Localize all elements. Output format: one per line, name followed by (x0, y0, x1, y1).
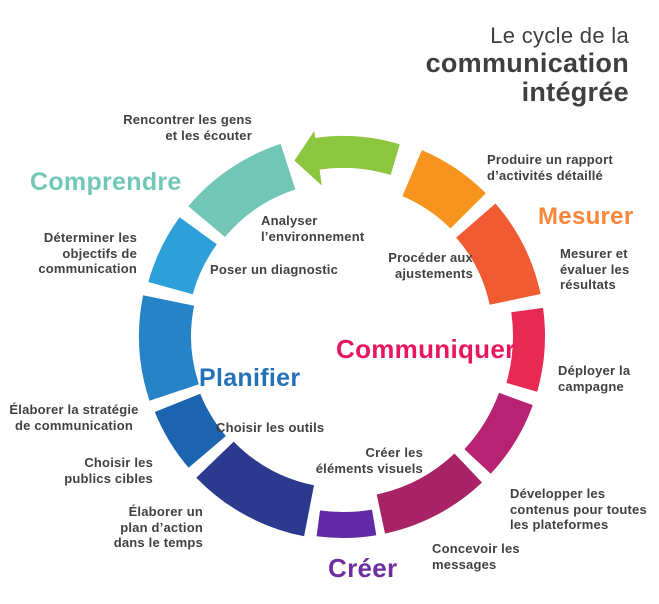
step-creer-elements-visuels: Créer les éléments visuels (315, 445, 423, 476)
segment-purple (316, 509, 377, 539)
title-line-2: communication (425, 48, 629, 78)
title-line-1: Le cycle de la (490, 23, 629, 48)
step-rencontrer-les-gens: Rencontrer les gens et les écouter (123, 112, 252, 143)
step-deployer-campagne: Déployer la campagne (558, 363, 631, 394)
diagram-title: Le cycle de la communication intégrée (426, 22, 629, 107)
phase-label-planifier: Planifier (199, 364, 301, 392)
title-line-3: intégrée (521, 77, 629, 107)
segment-cyan (148, 217, 217, 295)
cycle-direction-arrow-icon (294, 131, 400, 186)
phase-label-communiquer: Communiquer (336, 334, 516, 364)
segment-plum (376, 453, 482, 534)
step-developper-contenus: Développer les contenus pour toutes les … (510, 486, 647, 532)
segment-orange-light (402, 150, 486, 229)
phase-label-comprendre: Comprendre (30, 168, 182, 196)
step-elaborer-plan-action: Élaborer un plan d’action dans le temps (113, 504, 203, 550)
segment-navy (196, 441, 314, 537)
step-concevoir-messages: Concevoir les messages (432, 541, 520, 572)
phase-label-creer: Créer (328, 553, 398, 583)
segment-teal (188, 143, 296, 237)
phase-label-mesurer: Mesurer (538, 203, 634, 230)
step-analyser-environnement: Analyser l’environnement (261, 213, 365, 244)
segment-magenta (464, 392, 533, 474)
step-proceder-ajustements: Procéder aux ajustements (388, 250, 473, 281)
step-poser-un-diagnostic: Poser un diagnostic (210, 262, 339, 277)
step-choisir-publics-cibles: Choisir les publics cibles (64, 455, 153, 486)
segment-crimson (506, 307, 545, 392)
step-mesurer-evaluer: Mesurer et évaluer les résultats (560, 246, 630, 292)
step-choisir-les-outils: Choisir les outils (216, 420, 325, 435)
segment-blue-dark (154, 393, 226, 468)
segment-orange-dark (456, 203, 541, 305)
step-produire-rapport: Produire un rapport d’activités détaillé (487, 152, 613, 183)
segment-blue (138, 295, 199, 401)
step-determiner-objectifs: Déterminer les objectifs de communicatio… (38, 230, 137, 276)
step-elaborer-strategie: Élaborer la stratégie de communication (9, 402, 139, 433)
